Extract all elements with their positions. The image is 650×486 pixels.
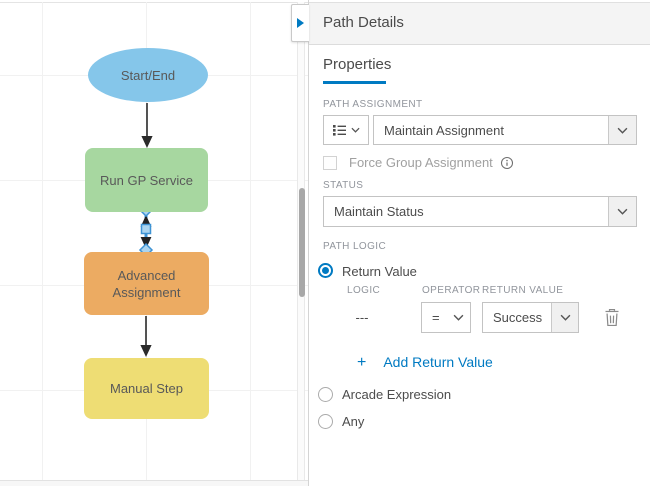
node-manual-step[interactable]: Manual Step xyxy=(84,358,209,419)
tab-properties[interactable]: Properties xyxy=(323,56,392,73)
return-value-select[interactable]: Success xyxy=(482,302,579,333)
operator-select[interactable]: = xyxy=(421,302,471,333)
chevron-down-icon xyxy=(608,197,636,226)
node-label: Start/End xyxy=(120,67,176,83)
panel-title: Path Details xyxy=(323,14,404,31)
path-assignment-select[interactable]: Maintain Assignment xyxy=(373,115,637,145)
info-icon[interactable] xyxy=(500,156,514,170)
chevron-down-icon xyxy=(608,116,636,144)
force-group-row: Force Group Assignment xyxy=(323,155,514,170)
panel-header: Path Details xyxy=(309,2,650,45)
logic-value: --- xyxy=(355,310,369,325)
assignment-type-button[interactable] xyxy=(323,115,369,145)
status-label: STATUS xyxy=(323,180,364,191)
tab-active-underline xyxy=(323,81,386,84)
add-return-value-label: Add Return Value xyxy=(383,354,493,370)
grid-line xyxy=(42,2,43,480)
canvas-scrollbar-thumb[interactable] xyxy=(299,188,305,297)
status-value: Maintain Status xyxy=(334,204,424,219)
chevron-down-icon xyxy=(551,303,578,332)
canvas-hscroll-track[interactable] xyxy=(0,480,308,486)
node-run-gp-service[interactable]: Run GP Service xyxy=(85,148,208,212)
diagram-canvas[interactable]: Start/End Run GP Service Advanced Assign… xyxy=(0,0,308,486)
node-label: Advanced Assignment xyxy=(112,267,181,300)
arrow-start-to-gp xyxy=(141,103,153,148)
radio-arcade-expression[interactable] xyxy=(318,387,333,402)
operator-value: = xyxy=(432,310,440,325)
operator-column-header: OPERATOR xyxy=(422,285,481,296)
path-assignment-label: PATH ASSIGNMENT xyxy=(323,99,423,110)
radio-return-value[interactable] xyxy=(318,263,333,278)
return-value: Success xyxy=(493,310,543,325)
node-start-end[interactable]: Start/End xyxy=(88,48,208,102)
plus-icon: + xyxy=(357,354,367,371)
radio-return-value-label: Return Value xyxy=(342,264,417,279)
radio-arcade-expression-label: Arcade Expression xyxy=(342,387,452,402)
radio-any-label: Any xyxy=(342,414,365,429)
collapse-arrow-icon xyxy=(297,18,304,28)
add-return-value-link[interactable]: + Add Return Value xyxy=(357,354,493,372)
delete-return-value-button[interactable] xyxy=(601,306,623,328)
chevron-down-icon xyxy=(446,303,470,332)
panel-collapse-button[interactable] xyxy=(291,4,309,42)
force-group-label: Force Group Assignment xyxy=(349,155,493,170)
trash-icon xyxy=(605,308,619,326)
node-label: Manual Step xyxy=(110,381,183,396)
path-assignment-value: Maintain Assignment xyxy=(384,122,504,138)
path-logic-label: PATH LOGIC xyxy=(323,241,387,252)
logic-column-header: LOGIC xyxy=(347,285,381,296)
chevron-down-icon xyxy=(350,127,360,133)
node-advanced-assignment[interactable]: Advanced Assignment xyxy=(84,252,209,315)
force-group-checkbox[interactable] xyxy=(323,155,337,170)
path-details-panel: Path Details Properties PATH ASSIGNMENT … xyxy=(291,0,650,486)
node-label: Run GP Service xyxy=(100,172,193,188)
status-select[interactable]: Maintain Status xyxy=(323,196,637,227)
canvas-top-edge xyxy=(0,2,308,3)
list-icon xyxy=(332,125,346,136)
return-value-column-header: RETURN VALUE xyxy=(482,285,564,296)
grid-line xyxy=(250,2,251,480)
radio-any[interactable] xyxy=(318,414,333,429)
